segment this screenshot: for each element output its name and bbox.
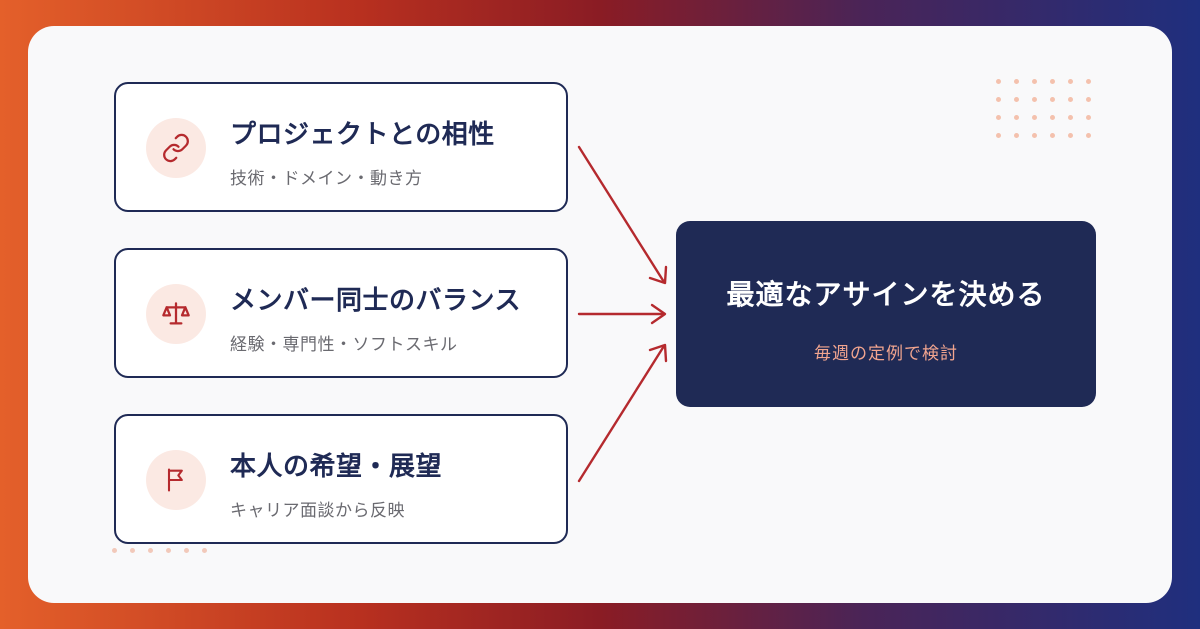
scale-icon xyxy=(162,302,190,325)
factor-subtitle: 技術・ドメイン・動き方 xyxy=(230,169,423,189)
flag-icon xyxy=(167,468,183,492)
factor-subtitle: 経験・専門性・ソフトスキル xyxy=(230,335,458,355)
result-title: 最適なアサインを決める xyxy=(726,278,1046,311)
decorative-dots-bottom-left xyxy=(112,548,207,553)
factor-card-team-balance: メンバー同士のバランス 経験・専門性・ソフトスキル xyxy=(114,248,568,378)
arrow-top xyxy=(577,145,668,285)
link-icon xyxy=(163,133,189,163)
icon-badge xyxy=(146,284,206,344)
factor-card-personal-goals: 本人の希望・展望 キャリア面談から反映 xyxy=(114,414,568,544)
result-box: 最適なアサインを決める 毎週の定例で検討 xyxy=(676,221,1096,407)
factor-title: 本人の希望・展望 xyxy=(230,452,443,482)
factor-title: プロジェクトとの相性 xyxy=(230,120,495,150)
arrow-middle xyxy=(577,303,667,325)
factor-subtitle: キャリア面談から反映 xyxy=(230,501,405,521)
icon-badge xyxy=(146,118,206,178)
arrow-bottom xyxy=(577,343,668,483)
decorative-dots-top-right xyxy=(996,79,1091,138)
result-subtitle: 毎週の定例で検討 xyxy=(814,344,958,364)
icon-badge xyxy=(146,450,206,510)
connector-arrows xyxy=(577,145,668,483)
diagram-card: プロジェクトとの相性 技術・ドメイン・動き方 メンバー同士のバランス 経験・専門… xyxy=(28,26,1172,603)
factor-title: メンバー同士のバランス xyxy=(230,286,521,316)
factor-card-project-fit: プロジェクトとの相性 技術・ドメイン・動き方 xyxy=(114,82,568,212)
